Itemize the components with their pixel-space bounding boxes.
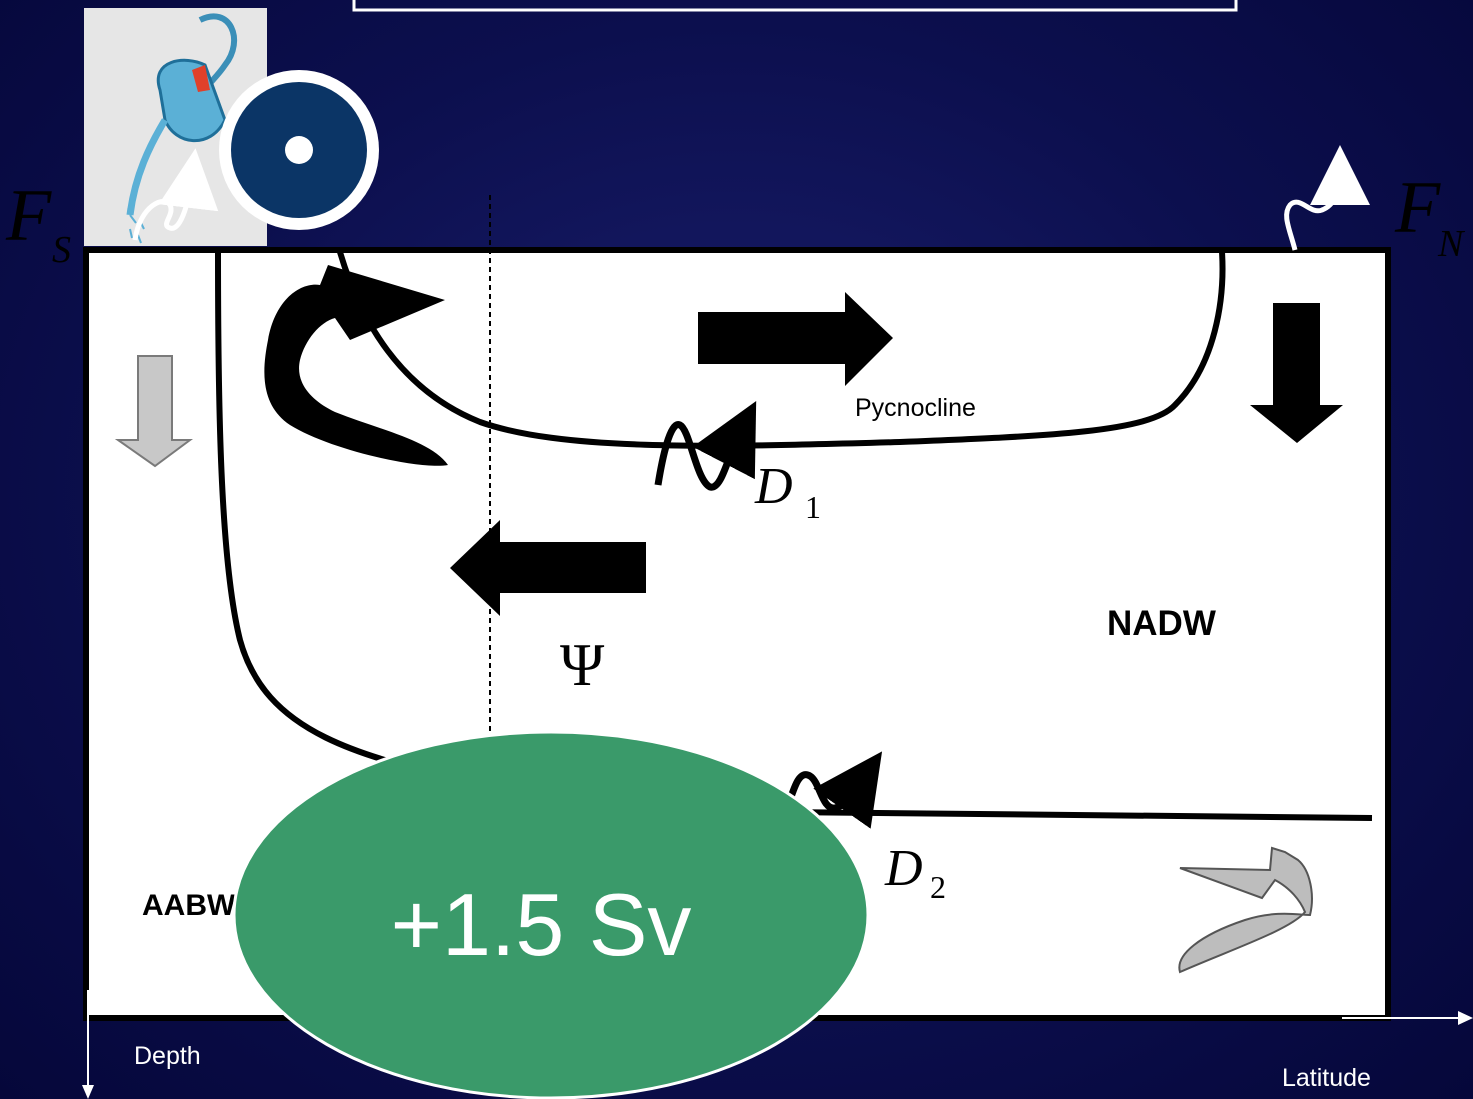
d1-subscript: 1 xyxy=(805,489,821,525)
aabw-label: AABW xyxy=(142,889,236,922)
psi-label: Ψ xyxy=(560,632,605,698)
flux-badge-text: +1.5 Sv xyxy=(391,875,692,974)
latitude-label: Latitude xyxy=(1282,1064,1371,1092)
nadw-label: NADW xyxy=(1107,604,1216,643)
flux-badge: +1.5 Sv xyxy=(234,732,868,1098)
surface-marker-icon xyxy=(219,70,379,230)
d2-subscript: 2 xyxy=(930,869,946,905)
north-flux-squiggle xyxy=(1287,175,1340,250)
pycnocline-label: Pycnocline xyxy=(855,394,976,422)
title-box xyxy=(354,0,1236,10)
fn-subscript: N xyxy=(1437,223,1466,265)
d1-label: D xyxy=(754,458,793,515)
d2-label: D xyxy=(884,840,923,897)
depth-label: Depth xyxy=(134,1042,201,1070)
fs-label: F xyxy=(5,175,52,257)
fn-label: F xyxy=(1394,167,1441,249)
latitude-axis-arrowhead xyxy=(1458,1011,1473,1025)
depth-axis-arrowhead xyxy=(82,1085,94,1099)
fs-subscript: S xyxy=(52,229,71,271)
